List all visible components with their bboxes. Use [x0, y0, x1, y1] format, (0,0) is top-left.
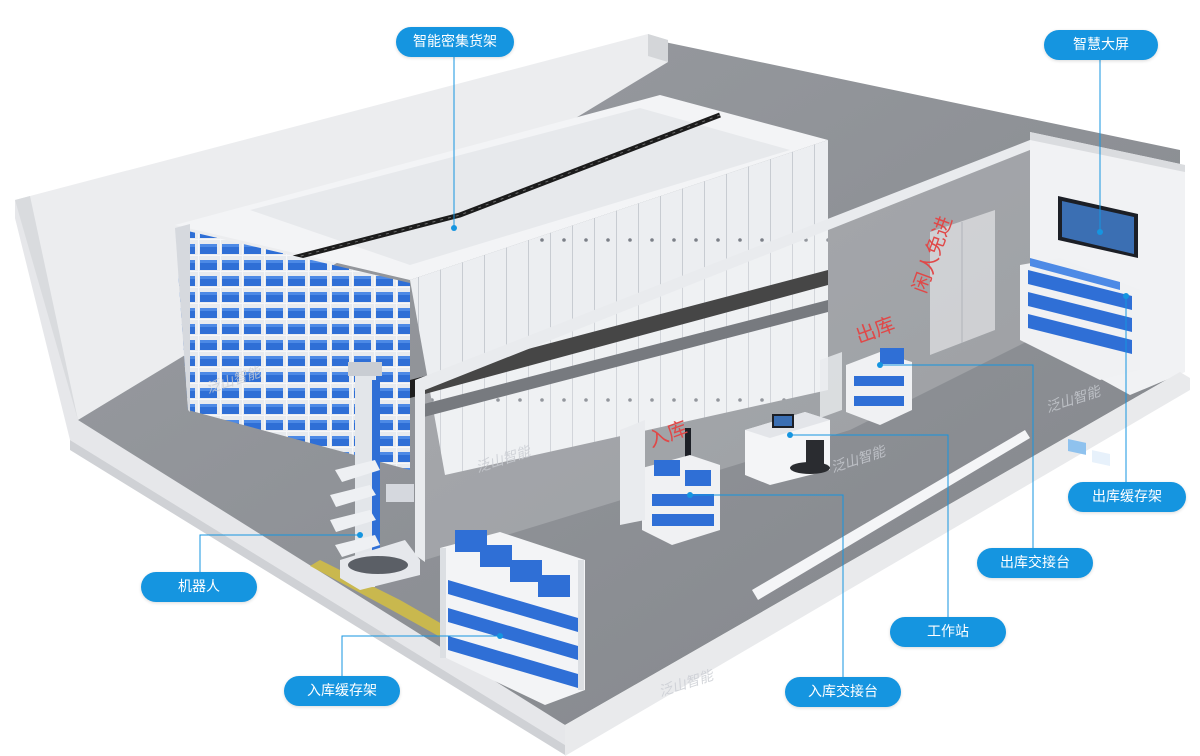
label-outbound-handover: 出库交接台 [977, 548, 1093, 578]
leader-out-handover [880, 364, 1034, 548]
inbound-handover-rack [642, 455, 720, 545]
label-robot: 机器人 [141, 572, 257, 602]
leader-robot [199, 534, 360, 585]
label-inbound-handover: 入库交接台 [785, 677, 901, 707]
inbound-buffer-rack [440, 530, 585, 705]
label-workstation: 工作站 [890, 617, 1006, 647]
smart-screen [1058, 196, 1138, 466]
outbound-handover-rack [846, 348, 912, 425]
leader-lines [199, 56, 1127, 688]
leader-dots [357, 225, 1129, 639]
leader-in-handover [690, 494, 844, 680]
workstation-model [685, 412, 830, 485]
outbound-buffer-rack [1020, 258, 1140, 380]
label-smart-screen: 智慧大屏 [1044, 30, 1158, 60]
shelf-bins [175, 228, 410, 470]
front-right-wall [565, 372, 1190, 756]
left-low-wall [15, 200, 565, 745]
leader-in-buffer [341, 635, 500, 688]
label-inbound-buffer-rack: 入库缓存架 [284, 676, 400, 706]
leader-workstation [790, 434, 949, 622]
label-outbound-buffer-rack: 出库缓存架 [1068, 482, 1186, 512]
label-intelligent-dense-shelf: 智能密集货架 [396, 27, 514, 57]
